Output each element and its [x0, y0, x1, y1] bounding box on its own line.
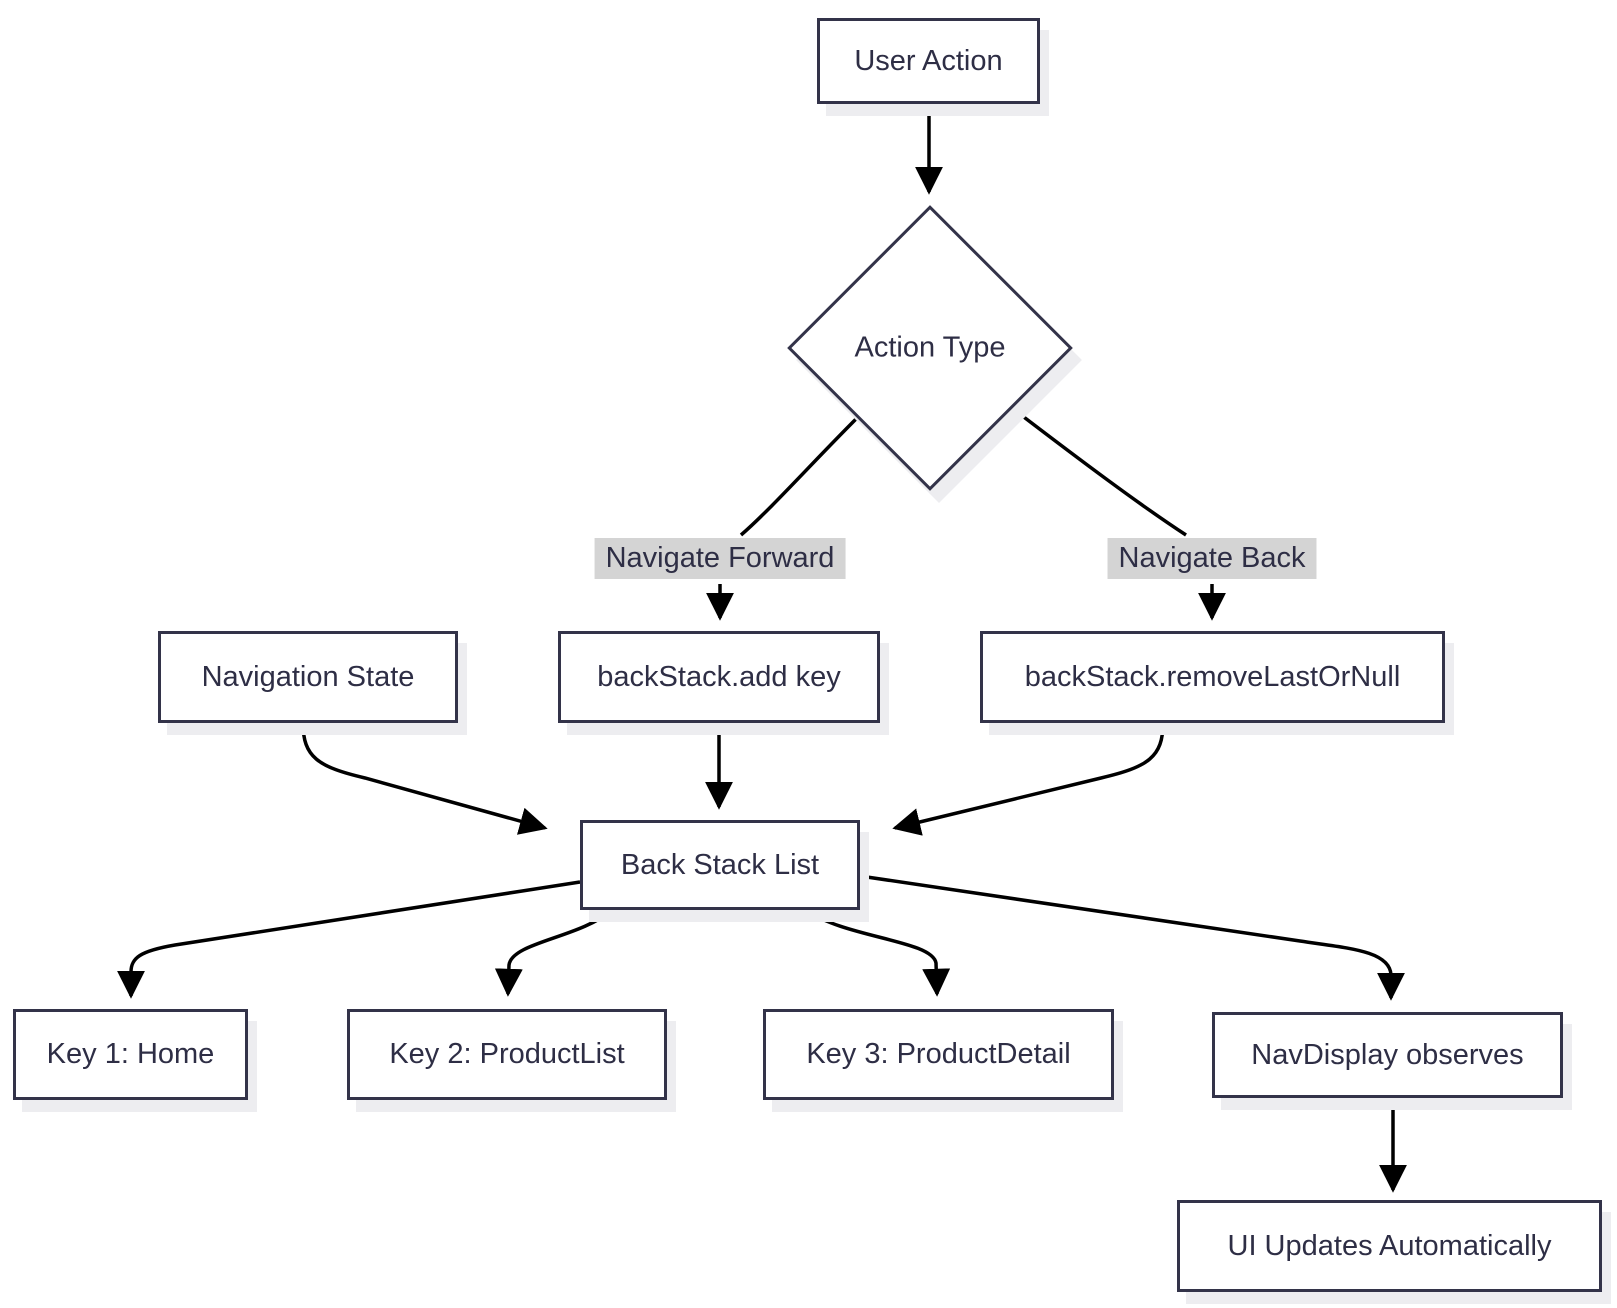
edge-action-type-to-back-label — [1010, 406, 1187, 537]
node-key2-productlist: Key 2: ProductList — [347, 1009, 667, 1100]
node-backstack-remove: backStack.removeLastOrNull — [980, 631, 1445, 723]
node-action-type: Action Type — [787, 205, 1073, 491]
edge-back-stack-list-to-key1 — [117, 880, 581, 999]
node-back-stack-list: Back Stack List — [580, 820, 860, 910]
node-key3-productdetail: Key 3: ProductDetail — [763, 1009, 1114, 1100]
node-action-type-label: Action Type — [854, 331, 1006, 364]
edge-navigation-state-to-back-stack-list — [301, 722, 548, 835]
edge-label-navigate-forward: Navigate Forward — [594, 538, 846, 580]
edge-back-stack-list-to-key3 — [804, 908, 951, 997]
node-backstack-add: backStack.add key — [558, 631, 880, 723]
edge-back-stack-list-to-navdisplay — [859, 874, 1405, 1001]
edge-action-type-to-forward-label — [739, 416, 859, 537]
edge-backstack-remove-to-back-stack-list — [892, 722, 1165, 836]
edge-label-navigate-back: Navigate Back — [1107, 538, 1317, 580]
node-user-action: User Action — [817, 18, 1040, 104]
node-navigation-state: Navigation State — [158, 631, 458, 723]
node-ui-updates: UI Updates Automatically — [1177, 1200, 1602, 1292]
node-navdisplay-observes: NavDisplay observes — [1212, 1012, 1563, 1098]
node-key1-home: Key 1: Home — [13, 1009, 248, 1100]
edge-back-stack-list-to-key2 — [494, 908, 614, 997]
